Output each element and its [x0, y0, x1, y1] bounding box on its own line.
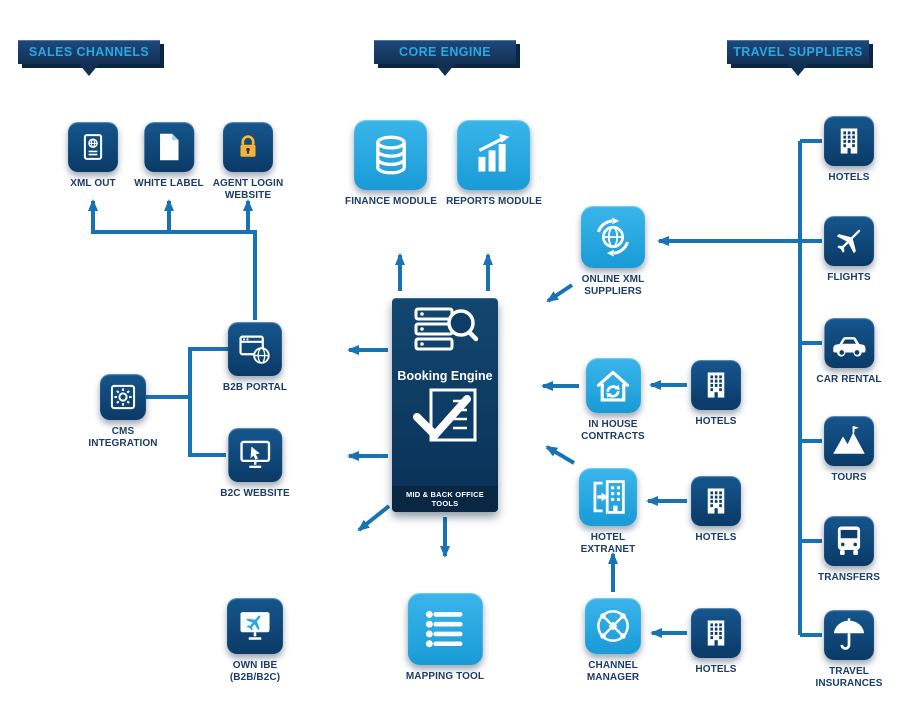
- check-document-icon: [409, 387, 481, 452]
- building-login-arrow-icon: [579, 468, 637, 526]
- node-label: TRAVEL INSURANCES: [815, 666, 883, 690]
- node-label: REPORTS MODULE: [446, 196, 542, 207]
- hotel-building-icon: [824, 116, 874, 166]
- hotel-building-icon: [691, 476, 741, 526]
- mountains-flag-icon: [824, 416, 874, 466]
- node-mapping-tool: MAPPING TOOL: [406, 593, 484, 683]
- node-label: AGENT LOGIN WEBSITE: [212, 178, 284, 202]
- node-label: CMS INTEGRATION: [88, 426, 158, 450]
- node-label: TRANSFERS: [817, 572, 881, 583]
- node-white-label: WHITE LABEL: [134, 122, 204, 190]
- node-supplier-car-rental: CAR RENTAL: [816, 318, 882, 386]
- bar-chart-icon: [457, 120, 531, 190]
- hotel-building-icon: [691, 608, 741, 658]
- node-supplier-flights: FLIGHTS: [824, 216, 874, 284]
- node-label: IN HOUSE CONTRACTS: [581, 419, 645, 443]
- node-agent-login-website: AGENT LOGIN WEBSITE: [212, 122, 284, 202]
- node-b2c-website: B2C WEBSITE: [220, 428, 290, 500]
- node-hotels-extranet: HOTELS: [691, 476, 741, 544]
- node-label: MAPPING TOOL: [405, 671, 485, 682]
- node-label: HOTELS: [695, 664, 737, 675]
- monitor-plane-icon: [227, 598, 283, 654]
- node-cms-integration: CMS INTEGRATION: [88, 374, 158, 450]
- booking-engine-title: Booking Engine: [397, 369, 493, 383]
- node-online-xml-suppliers: ONLINE XML SUPPLIERS: [577, 206, 649, 298]
- house-refresh-icon: [585, 358, 641, 413]
- node-supplier-tours: TOURS: [824, 416, 874, 484]
- blank-document-icon: [144, 122, 194, 172]
- banner-travel-suppliers-label: TRAVEL SUPPLIERS: [733, 45, 863, 59]
- padlock-icon: [223, 122, 273, 172]
- car-icon: [823, 318, 874, 368]
- network-hub-icon: [585, 598, 641, 654]
- banner-core-engine-label: CORE ENGINE: [399, 45, 491, 59]
- browser-globe-icon: [228, 322, 282, 376]
- node-label: HOTELS: [695, 416, 737, 427]
- node-label: CAR RENTAL: [816, 374, 882, 385]
- node-label: FLIGHTS: [827, 272, 871, 283]
- node-hotels-channel-manager: HOTELS: [691, 608, 741, 676]
- database-icon: [354, 120, 428, 190]
- node-xml-out: XML OUT: [68, 122, 118, 190]
- globe-sync-icon: [581, 206, 645, 268]
- node-label: B2C WEBSITE: [220, 488, 290, 499]
- node-label: ONLINE XML SUPPLIERS: [581, 274, 645, 298]
- node-finance-module: FINANCE MODULE: [345, 120, 437, 208]
- node-label: B2B PORTAL: [222, 382, 288, 393]
- node-reports-module: REPORTS MODULE: [446, 120, 542, 208]
- node-label: HOTELS: [695, 532, 737, 543]
- banner-sales-channels: SALES CHANNELS: [18, 40, 160, 76]
- browser-gear-icon: [100, 374, 146, 420]
- node-b2b-portal: B2B PORTAL: [223, 322, 287, 394]
- banner-sales-channels-label: SALES CHANNELS: [28, 45, 150, 59]
- monitor-cursor-icon: [227, 428, 282, 482]
- node-booking-engine: Booking Engine MID & BACK OFFICE TOOLS: [392, 298, 498, 512]
- node-in-house-contracts: IN HOUSE CONTRACTS: [581, 358, 645, 443]
- booking-engine-footer: MID & BACK OFFICE TOOLS: [392, 486, 498, 512]
- search-servers-icon: [412, 306, 479, 365]
- airplane-icon: [824, 216, 874, 266]
- passport-document-icon: [68, 122, 118, 172]
- node-label: WHITE LABEL: [134, 178, 204, 189]
- node-label: TOURS: [831, 472, 867, 483]
- node-hotels-in-house: HOTELS: [691, 360, 741, 428]
- node-supplier-transfers: TRANSFERS: [818, 516, 880, 584]
- arrow-xml-suppliers-to-booking: [546, 283, 574, 303]
- node-supplier-travel-insurances: TRAVEL INSURANCES: [813, 610, 885, 690]
- arrow-extranet-to-booking: [545, 445, 576, 465]
- hotel-building-icon: [691, 360, 741, 410]
- node-label: HOTELS: [828, 172, 870, 183]
- node-channel-manager: CHANNEL MANAGER: [584, 598, 642, 684]
- node-hotel-extranet: HOTEL EXTRANET: [579, 468, 637, 556]
- banner-core-engine: CORE ENGINE: [374, 40, 516, 76]
- node-label: HOTEL EXTRANET: [580, 532, 636, 556]
- node-label: XML OUT: [70, 178, 116, 189]
- node-own-ibe: OWN IBE (B2B/B2C): [225, 598, 285, 684]
- umbrella-icon: [824, 610, 874, 660]
- node-label: CHANNEL MANAGER: [586, 660, 640, 684]
- node-supplier-hotels: HOTELS: [824, 116, 874, 184]
- arrow-to-own-ibe: [357, 504, 391, 532]
- banner-travel-suppliers: TRAVEL SUPPLIERS: [727, 40, 869, 76]
- bulleted-list-icon: [407, 593, 483, 665]
- node-label: OWN IBE (B2B/B2C): [229, 660, 281, 684]
- bus-icon: [823, 516, 874, 566]
- node-label: FINANCE MODULE: [345, 196, 437, 207]
